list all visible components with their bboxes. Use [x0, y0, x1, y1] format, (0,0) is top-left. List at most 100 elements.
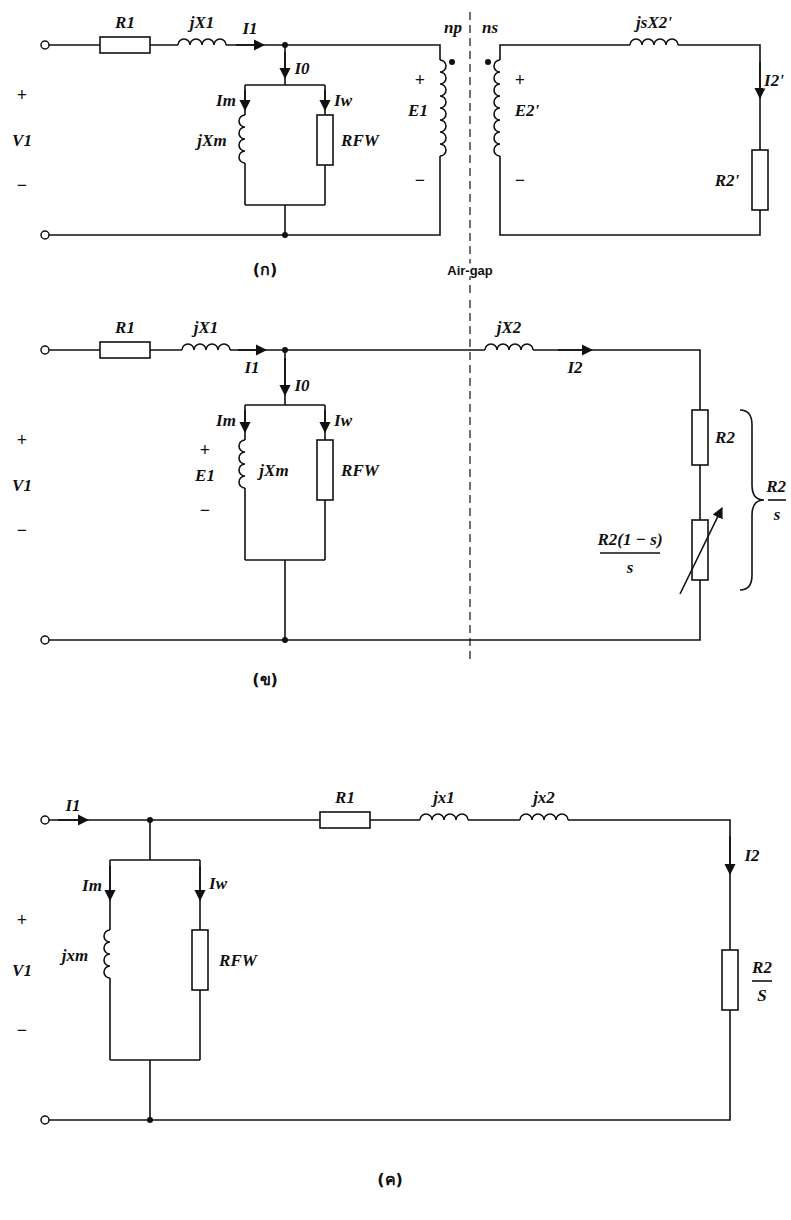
polarity-sign: −	[16, 1021, 28, 1039]
polarity-sign: +	[414, 71, 426, 89]
resistor-symbol	[100, 342, 150, 358]
voltage-label: V1	[11, 962, 33, 979]
polarity-dot	[485, 59, 491, 65]
junction-dot	[282, 347, 288, 353]
current-arrow	[109, 866, 111, 900]
voltage-label: E1	[194, 467, 216, 484]
inductor-symbol	[182, 344, 230, 350]
current-arrow	[759, 62, 761, 98]
component-label: jX1	[189, 14, 216, 31]
polarity-sign: +	[16, 431, 28, 449]
current-label: Im	[215, 412, 237, 429]
current-label: I0	[293, 60, 310, 77]
fraction-bar	[768, 499, 786, 501]
inductor-symbol	[239, 115, 245, 163]
inductor-symbol	[520, 814, 568, 820]
polarity-sign: +	[16, 86, 28, 104]
fraction-numerator: R2	[765, 478, 787, 495]
air-gap-line	[469, 300, 470, 660]
polarity-sign: −	[414, 171, 426, 189]
variable-resistor-symbol	[692, 520, 708, 580]
wire	[245, 45, 325, 235]
polarity-sign: −	[16, 521, 28, 539]
resistor-symbol	[320, 812, 370, 828]
current-label: Im	[215, 92, 237, 109]
component-label: R1	[114, 319, 136, 336]
current-label: I1	[241, 20, 258, 37]
current-label: I0	[293, 377, 310, 394]
component-label: jX1	[193, 319, 220, 336]
fraction-denominator: S	[756, 987, 767, 1004]
junction-dot	[282, 637, 288, 643]
wire	[49, 820, 730, 1120]
component-label: RFW	[340, 462, 380, 479]
terminal	[41, 41, 49, 49]
figure-caption: (ค)	[376, 1172, 404, 1188]
current-arrow	[324, 90, 326, 110]
wire	[49, 45, 440, 235]
current-label: I2	[566, 359, 583, 376]
polarity-sign: −	[514, 171, 526, 189]
current-arrow	[558, 349, 592, 351]
component-label: jx1	[432, 789, 456, 806]
current-arrow	[284, 358, 286, 395]
junction-dot	[147, 817, 153, 823]
current-arrow	[238, 349, 266, 351]
fraction-bar	[600, 552, 660, 554]
fraction-numerator: R2	[751, 959, 773, 976]
inductor-symbol	[420, 814, 468, 820]
resistor-symbol	[752, 150, 768, 210]
polarity-sign: +	[514, 71, 526, 89]
current-arrow	[58, 819, 88, 821]
resistor-symbol	[100, 37, 150, 53]
current-arrow	[244, 90, 246, 110]
component-label: jXm	[196, 132, 227, 149]
inductor-symbol	[239, 440, 245, 488]
variable-arrow	[680, 508, 722, 594]
component-label: R1	[334, 789, 356, 806]
junction-dot	[282, 232, 288, 238]
current-arrow	[236, 44, 264, 46]
current-arrow	[729, 836, 731, 874]
figure-caption: (ก)	[252, 262, 279, 278]
fraction-denominator: s	[626, 559, 635, 576]
turns-label: ns	[481, 19, 499, 36]
inductor-symbol	[104, 930, 110, 978]
wire	[110, 820, 200, 1120]
junction-dots	[147, 42, 491, 1123]
resistor-symbol	[192, 930, 208, 990]
component-label: R1	[114, 14, 136, 31]
circuit-c	[49, 812, 772, 1120]
terminal	[41, 816, 49, 824]
air-gap-line	[469, 12, 470, 295]
voltage-label: V1	[11, 132, 33, 149]
current-label: Im	[81, 877, 103, 894]
terminal	[41, 1116, 49, 1124]
component-label: jx2	[532, 789, 556, 806]
circuit-a	[49, 12, 768, 295]
component-label: R2'	[714, 172, 741, 189]
current-label: Iw	[333, 92, 353, 109]
junction-dot	[282, 42, 288, 48]
component-label: jsX2'	[635, 14, 673, 31]
fraction-bar	[752, 980, 772, 982]
current-label: Iw	[208, 875, 228, 892]
resistor-symbol	[692, 410, 708, 465]
winding-symbol	[440, 60, 446, 156]
current-arrow	[284, 52, 286, 78]
voltage-label: V1	[11, 477, 33, 494]
wire	[500, 45, 760, 235]
brace	[740, 410, 764, 590]
component-label: jxm	[61, 947, 89, 964]
component-label: R2	[714, 429, 736, 446]
resistor-symbol	[317, 440, 333, 500]
component-label: RFW	[340, 132, 380, 149]
current-label: I1	[243, 359, 260, 376]
wire	[245, 350, 325, 640]
terminals	[41, 41, 49, 1124]
air-gap-label: Air-gap	[446, 264, 494, 277]
terminal	[41, 231, 49, 239]
turns-label: np	[443, 19, 463, 36]
